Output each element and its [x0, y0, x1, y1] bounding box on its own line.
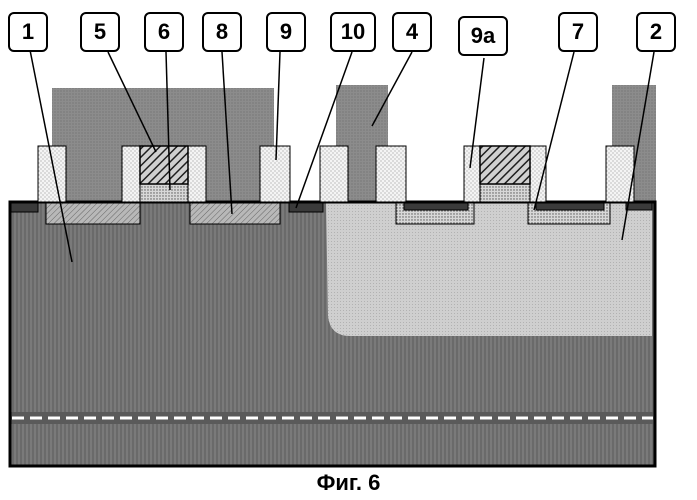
callout-label-10: 10 [330, 12, 376, 52]
spacer-5 [376, 146, 406, 202]
callout-label-6: 6 [144, 12, 184, 52]
callout-label-7: 7 [558, 12, 598, 52]
spacer-2 [122, 146, 140, 202]
gate-9a-dielectric [480, 184, 530, 202]
callout-label-9a: 9a [458, 16, 508, 56]
leader-7 [534, 52, 574, 210]
gate-9a-electrode [480, 146, 530, 184]
figure-caption: Фиг. 6 [0, 470, 697, 496]
spacer-4 [320, 146, 348, 202]
implant-8 [190, 202, 280, 224]
gate-5-electrode [140, 146, 188, 184]
callout-label-8: 8 [202, 12, 242, 52]
callout-label-9: 9 [266, 12, 306, 52]
gate-6-dielectric [140, 184, 188, 202]
callout-label-2: 2 [636, 12, 676, 52]
spacer-1 [38, 146, 66, 202]
leader-9 [276, 52, 280, 160]
spacer-9 [260, 146, 290, 202]
callout-label-1: 1 [8, 12, 48, 52]
spacer-3 [188, 146, 206, 202]
callout-label-4: 4 [392, 12, 432, 52]
callout-label-5: 5 [80, 12, 120, 52]
